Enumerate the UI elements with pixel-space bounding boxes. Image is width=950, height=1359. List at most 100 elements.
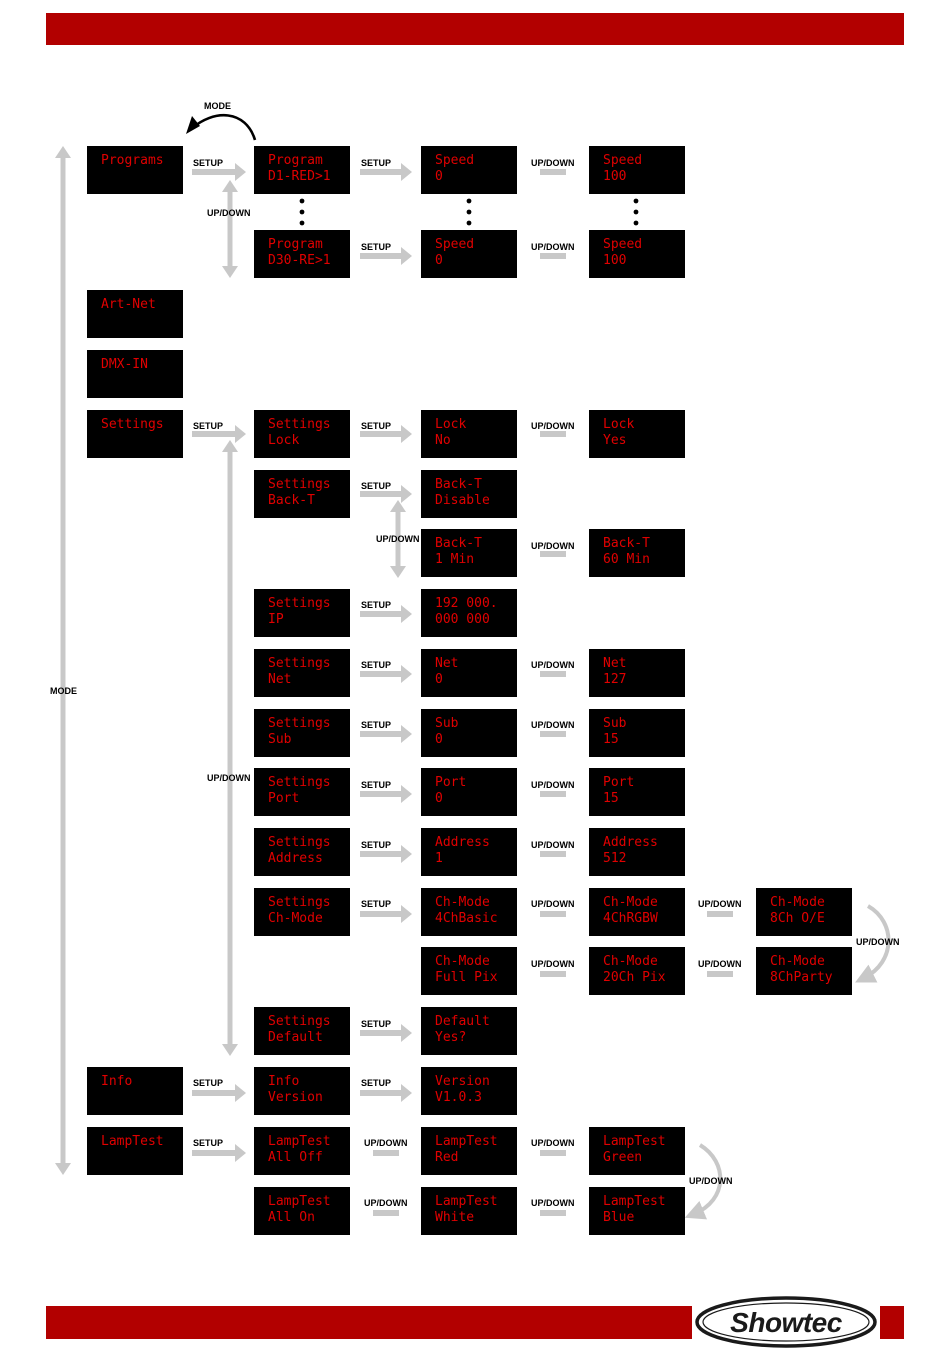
display-line: LampTest <box>101 1134 164 1149</box>
showtec-logo: Showtec <box>695 1296 877 1348</box>
updown-link <box>540 971 566 977</box>
display-line: Address <box>435 835 490 850</box>
setup-arrow <box>192 425 246 443</box>
setup-arrow <box>360 665 412 683</box>
setup-label: SETUP <box>361 1078 392 1088</box>
display-line: Settings <box>268 895 331 910</box>
logo-text: Showtec <box>730 1307 843 1338</box>
display-line: Sub <box>435 716 459 731</box>
dot <box>299 220 305 226</box>
updown-label: UP/DOWN <box>531 780 575 790</box>
continuation-dots <box>299 198 639 226</box>
updown-vertical-arrow <box>222 180 238 278</box>
footer-band <box>46 1306 692 1339</box>
setup-arrow <box>360 247 412 265</box>
dot <box>466 220 472 226</box>
display-line: 1 <box>435 851 443 866</box>
display-line: Full Pix <box>435 970 498 985</box>
display-line: 4ChRGBW <box>603 911 658 926</box>
updown-link <box>540 731 566 737</box>
display-line: Ch-Mode <box>770 895 825 910</box>
updown-label: UP/DOWN <box>531 959 575 969</box>
display-line: Art-Net <box>101 297 156 312</box>
dot <box>299 198 305 204</box>
setup-label: SETUP <box>361 899 392 909</box>
updown-link <box>540 253 566 259</box>
setup-arrow <box>192 163 246 181</box>
curved-arrow-layer <box>186 114 891 1220</box>
setup-label: SETUP <box>361 158 392 168</box>
display-line <box>101 313 183 329</box>
updown-link <box>540 671 566 677</box>
updown-label: UP/DOWN <box>531 720 575 730</box>
display-line: 8Ch O/E <box>770 911 825 926</box>
display-line: 1 Min <box>435 552 475 567</box>
display-line: Speed <box>435 153 475 168</box>
display-line: Sub <box>268 732 292 747</box>
display-line: 0 <box>435 672 443 687</box>
updown-label: UP/DOWN <box>531 899 575 909</box>
mode-label: MODE <box>204 101 231 111</box>
setup-label: SETUP <box>361 242 392 252</box>
updown-label: UP/DOWN <box>207 208 251 218</box>
display-line: LampTest <box>435 1194 498 1209</box>
display-line: 192 000. <box>435 596 498 611</box>
chmode-curved-arrow <box>855 904 891 983</box>
updown-link <box>540 791 566 797</box>
footer-band-tail <box>880 1306 904 1339</box>
dot <box>633 209 639 215</box>
updown-label: UP/DOWN <box>207 773 251 783</box>
display-line: Back-T <box>435 477 482 492</box>
display-line: Info <box>101 1074 133 1089</box>
display-line: Settings <box>268 835 331 850</box>
setup-label: SETUP <box>193 158 224 168</box>
display-line: LampTest <box>603 1194 666 1209</box>
display-line: Disable <box>435 493 490 508</box>
display-line: Settings <box>268 716 331 731</box>
display-line: LampTest <box>268 1194 331 1209</box>
display-artnet: Art-Net <box>87 290 183 338</box>
display-line: Settings <box>268 477 331 492</box>
display-line: DMX-IN <box>101 357 148 372</box>
display-line: Blue <box>603 1210 635 1225</box>
display-line: LampTest <box>603 1134 666 1149</box>
setup-label: SETUP <box>361 421 392 431</box>
display-line: Program <box>268 153 323 168</box>
display-line: Port <box>603 775 635 790</box>
updown-link <box>540 911 566 917</box>
updown-link <box>707 911 733 917</box>
display-line: Default <box>435 1014 490 1029</box>
updown-vertical-arrow <box>390 500 406 578</box>
display-line: Ch-Mode <box>603 895 658 910</box>
display-line: 0 <box>435 732 443 747</box>
updown-link <box>707 971 733 977</box>
display-line: Address <box>603 835 658 850</box>
display-line: Speed <box>603 237 643 252</box>
display-ip-value: 192 000.000 000 <box>421 589 517 637</box>
display-line: Version <box>435 1074 490 1089</box>
updown-link <box>540 1210 566 1216</box>
display-line: Lock <box>435 417 467 432</box>
display-line: 100 <box>603 169 627 184</box>
display-line: Lock <box>268 433 300 448</box>
setup-arrow <box>360 845 412 863</box>
